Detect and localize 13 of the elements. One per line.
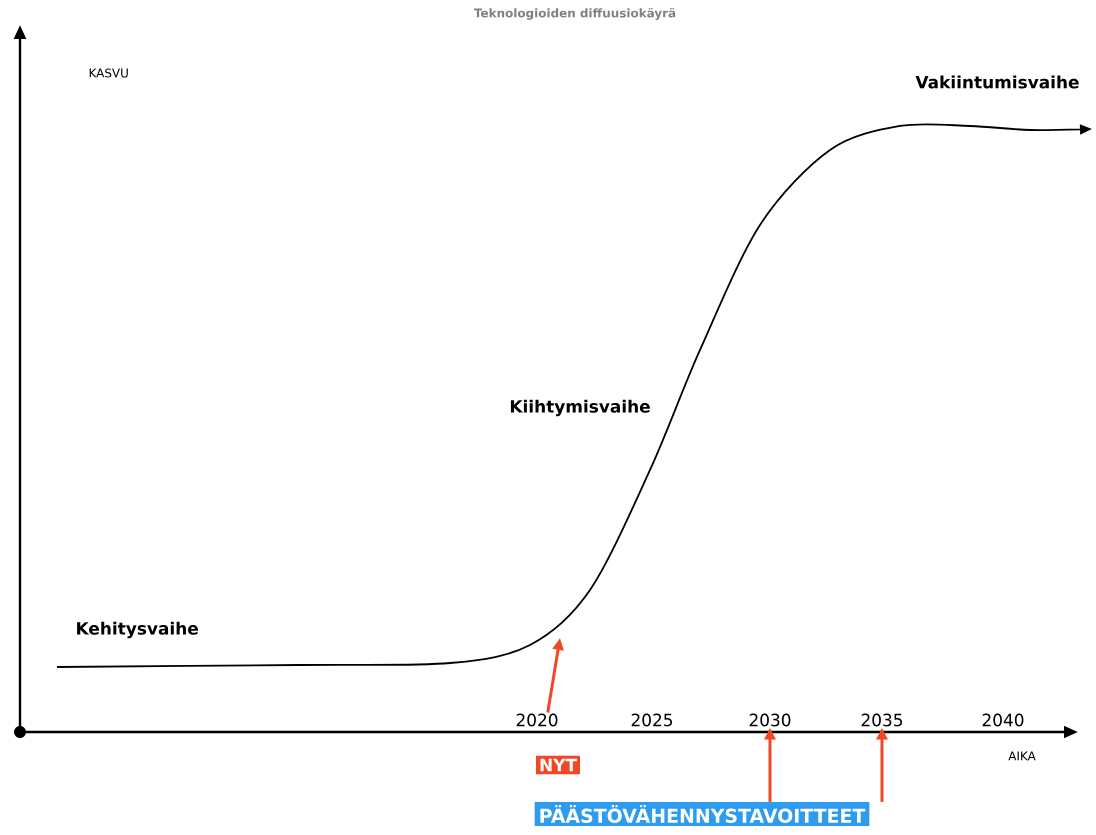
title: Teknologioiden diffuusiokäyrä [474,8,676,20]
year-label: 2030 [749,713,791,727]
year-label: 2035 [861,713,903,727]
year-label: 2040 [982,713,1024,727]
year-label: 2020 [516,713,558,727]
axis-label: AIKA [1008,751,1036,761]
target-banner: PÄÄSTÖVÄHENNYSTAVOITTEET [534,802,870,826]
status-badge: NYT [536,755,580,775]
axis-label: KASVU [89,68,128,78]
phase-label: Kehitysvaihe [77,621,198,639]
phase-label: Kiihtymisvaihe [510,399,650,417]
year-label: 2025 [631,713,673,727]
phase-label: Vakiintumisvaihe [915,75,1079,89]
